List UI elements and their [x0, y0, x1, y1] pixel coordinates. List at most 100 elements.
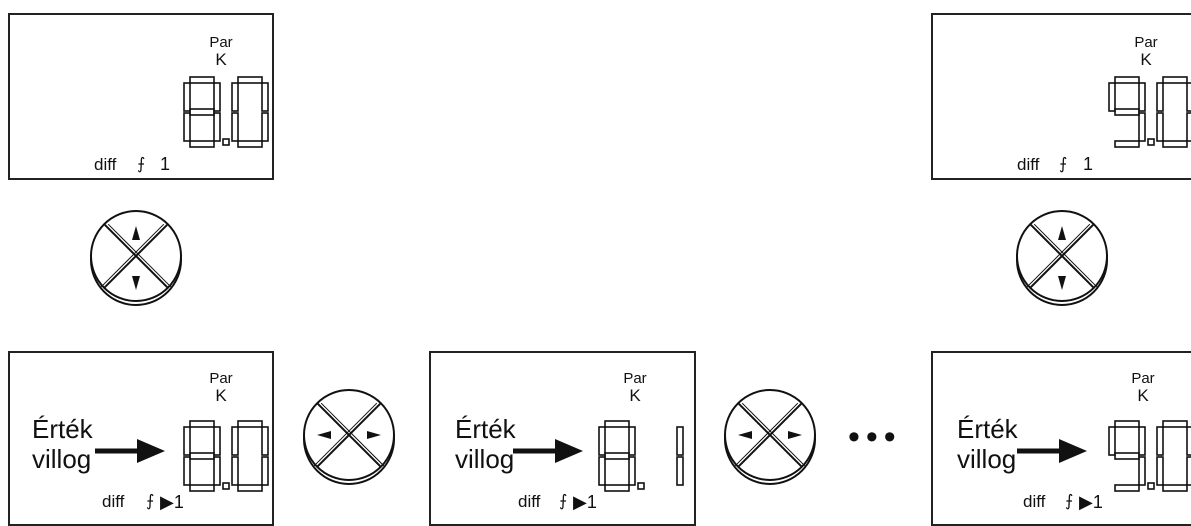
par-label: Par — [1134, 34, 1158, 51]
digit-segment — [604, 452, 630, 460]
digit-segment — [1162, 76, 1188, 84]
diff-value: 1 — [1083, 154, 1094, 174]
diff-label: diff — [1017, 155, 1040, 174]
digit-segment — [1108, 82, 1116, 112]
par-label: Par — [623, 370, 647, 387]
digit-segment — [183, 82, 191, 112]
digit-segment — [231, 426, 239, 456]
digit-segment — [598, 426, 606, 456]
decimal-point — [1147, 482, 1155, 490]
digit-segment — [261, 112, 269, 142]
digit-segment — [189, 484, 215, 492]
ellipsis-dots: ••• — [848, 418, 902, 456]
digit-segment — [1114, 76, 1140, 84]
digit-segment — [1114, 484, 1140, 492]
diff-label: diff — [1023, 492, 1046, 511]
lcd-display-bottom-left: Par K Érték villog diff ⨍ ▶1 — [8, 351, 274, 526]
digit-segment — [604, 420, 630, 428]
par-label: Par — [209, 34, 233, 51]
decimal-point — [1147, 138, 1155, 146]
digit-segment — [676, 426, 684, 456]
decimal-point — [222, 138, 230, 146]
lcd-display-top-right: Par K diff ⨍ 1 — [931, 13, 1191, 180]
digit-segment — [1114, 420, 1140, 428]
digit-segment — [1138, 456, 1146, 486]
keypad-up-down-left[interactable] — [86, 206, 186, 306]
arrow-down-icon — [1058, 276, 1066, 290]
step-icon: ⨍ — [1065, 493, 1074, 510]
digit-segment — [1108, 426, 1116, 456]
diff-label: diff — [518, 492, 541, 511]
note-line-2: villog — [455, 444, 515, 474]
digit-segment — [189, 76, 215, 84]
par-label: Par — [1131, 370, 1155, 387]
note-line-1: Érték — [32, 414, 93, 444]
digit-segment — [1138, 426, 1146, 456]
diff-value: 1 — [160, 154, 171, 174]
arrow-down-icon — [132, 276, 140, 290]
digit-segment — [1138, 82, 1146, 112]
note-line-2: villog — [957, 444, 1017, 474]
digit-segment — [213, 456, 221, 486]
note-line-1: Érték — [957, 414, 1018, 444]
keypad-divider — [316, 402, 382, 468]
digit-segment — [1156, 426, 1164, 456]
unit-label: K — [215, 50, 227, 69]
digit-segment — [237, 76, 263, 84]
keypad-divider — [103, 223, 169, 289]
diff-value: ▶1 — [160, 492, 184, 512]
keypad-left-right-2[interactable] — [720, 385, 820, 485]
digit-segment — [1114, 452, 1140, 460]
keypad-divider — [320, 402, 386, 468]
decimal-point — [222, 482, 230, 490]
digit-segment — [1156, 456, 1164, 486]
lcd-display-top-left: Par K diff ⨍ 1 — [8, 13, 274, 180]
digit-segment — [189, 108, 215, 116]
arrow-up-icon — [132, 226, 140, 240]
note-line-1: Érték — [455, 414, 516, 444]
digit-segment — [1156, 82, 1164, 112]
digit-segment — [213, 112, 221, 142]
seven-segment-value — [1108, 76, 1191, 148]
step-icon: ⨍ — [1059, 156, 1068, 173]
digit-segment — [237, 140, 263, 148]
digit-segment — [261, 456, 269, 486]
digit-segment — [189, 140, 215, 148]
par-label: Par — [209, 370, 233, 387]
digit-segment — [1162, 420, 1188, 428]
digit-segment — [189, 452, 215, 460]
keypad-left-right-1[interactable] — [299, 385, 399, 485]
lcd-display-bottom-middle: Par K Érték villog diff ⨍ ▶1 — [429, 351, 696, 526]
digit-segment — [1114, 140, 1140, 148]
keypad-divider — [741, 402, 807, 468]
digit-segment — [261, 82, 269, 112]
digit-segment — [183, 456, 191, 486]
arrow-up-icon — [1058, 226, 1066, 240]
digit-segment — [237, 420, 263, 428]
lcd-display-bottom-right: Par K Érték villog diff ⨍ ▶1 — [931, 351, 1191, 526]
digit-segment — [1162, 484, 1188, 492]
keypad-divider — [1025, 223, 1091, 289]
digit-segment — [1186, 112, 1191, 142]
unit-label: K — [215, 386, 227, 405]
arrow-right-icon — [95, 439, 165, 463]
arrow-right-icon — [367, 431, 381, 439]
keypad-up-down-right[interactable] — [1012, 206, 1112, 306]
seven-segment-value — [183, 76, 269, 148]
digit-segment — [213, 426, 221, 456]
keypad-divider — [1029, 223, 1095, 289]
keypad-divider — [107, 223, 173, 289]
digit-segment — [604, 484, 630, 492]
digit-segment — [231, 112, 239, 142]
step-icon: ⨍ — [137, 156, 146, 173]
digit-segment — [628, 456, 636, 486]
keypad-divider — [1033, 223, 1099, 289]
digit-segment — [183, 426, 191, 456]
diff-label: diff — [94, 155, 117, 174]
arrow-right-icon — [513, 439, 583, 463]
digit-segment — [1156, 112, 1164, 142]
digit-segment — [183, 112, 191, 142]
digit-segment — [1186, 456, 1191, 486]
keypad-divider — [733, 402, 799, 468]
digit-segment — [261, 426, 269, 456]
